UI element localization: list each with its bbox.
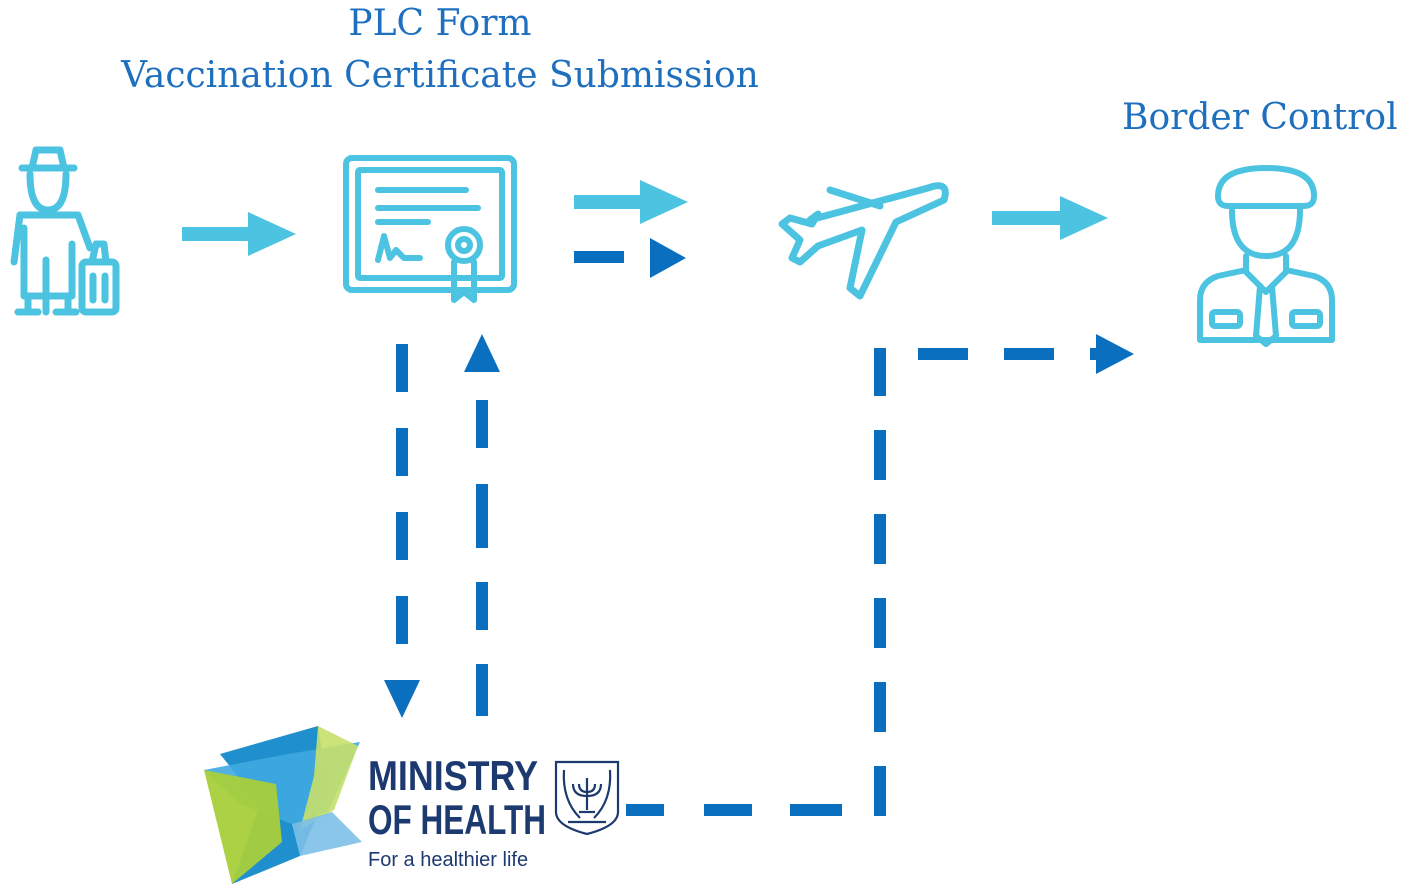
arrow-traveler-to-form [182,212,296,256]
dashed-arrow-form-to-airplane [574,238,686,278]
border-officer-icon [1197,165,1335,347]
ministry-logo-line1: MINISTRY [368,752,538,799]
dashed-arrow-ministry-to-border [626,334,1134,816]
ministry-logo-line2: OF HEALTH [368,796,546,843]
border-control-label: Border Control [1122,97,1398,138]
certificate-icon [343,155,517,303]
plc-form-subtitle: Vaccination Certificate Submission [121,55,759,96]
airplane-icon [778,182,949,300]
arrow-airplane-to-border [992,196,1108,240]
menorah-emblem-icon [554,760,620,836]
ministry-of-health-logo [204,726,362,884]
arrow-form-to-airplane [574,180,688,224]
plc-form-title: PLC Form [348,3,532,44]
dashed-arrow-ministry-to-form [464,334,500,716]
traveler-with-luggage-icon [10,146,120,316]
ministry-logo-tagline: For a healthier life [368,849,528,871]
dashed-arrow-form-to-ministry [384,344,420,718]
